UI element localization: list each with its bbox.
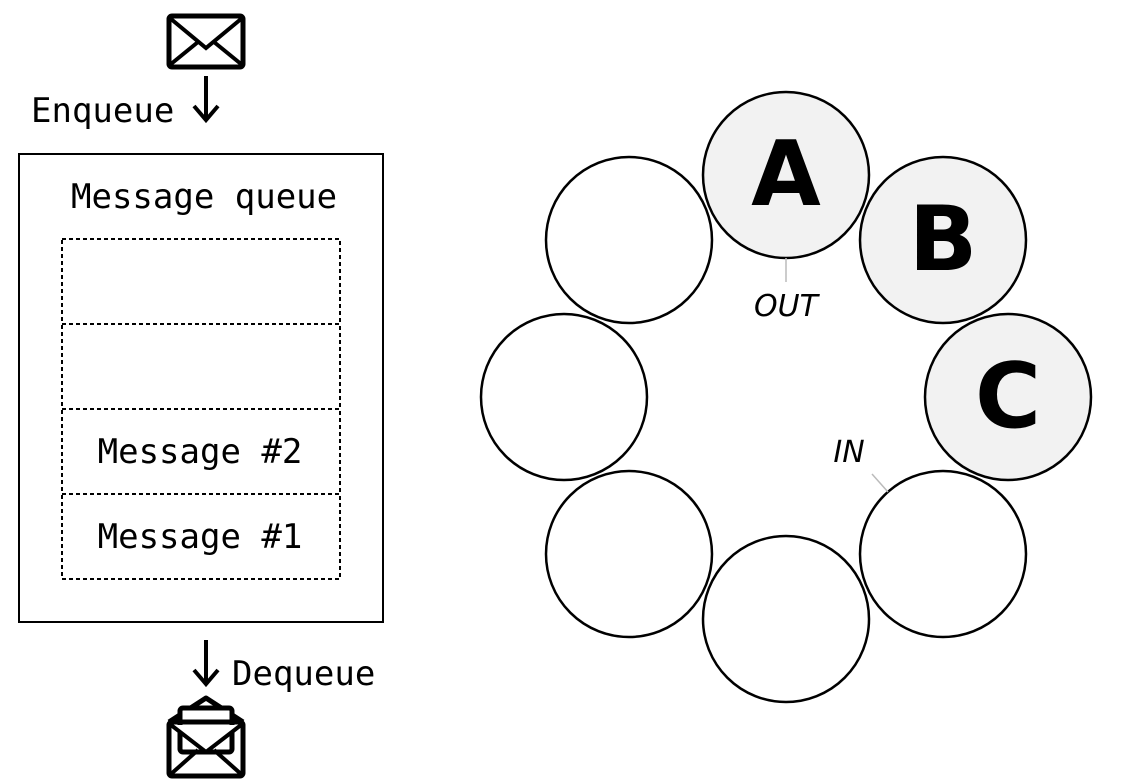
circular-buffer: ABC: [479, 90, 1093, 704]
ring-slot-letter: B: [909, 187, 978, 292]
queue-slot: [61, 408, 341, 495]
dequeue-arrow-icon: [192, 640, 220, 688]
queue-slot-label: Message #1: [98, 517, 303, 557]
ring-slot-letter: A: [751, 122, 821, 227]
ring-slot-letter: C: [975, 344, 1041, 449]
ring-slot: [858, 469, 1028, 639]
message-queue-title: Message queue: [71, 177, 337, 217]
envelope-closed-icon: [166, 13, 246, 70]
out-pointer-label: OUT: [754, 289, 821, 324]
enqueue-arrow-icon: [192, 76, 220, 124]
enqueue-label: Enqueue: [31, 91, 174, 131]
ring-slot: [544, 469, 714, 639]
ring-slot: [923, 312, 1093, 482]
ring-slot: [858, 155, 1028, 325]
in-pointer-line: [871, 473, 889, 493]
envelope-open-icon: [166, 695, 246, 779]
dequeue-label: Dequeue: [232, 654, 375, 694]
ring-slot: [544, 155, 714, 325]
queue-slot-label: Message #2: [98, 432, 303, 472]
queue-slot: [61, 493, 341, 580]
queue-slot: [61, 238, 341, 325]
ring-slot: [479, 312, 649, 482]
in-pointer-label: IN: [833, 435, 864, 470]
queue-slots: Message #2 Message #1: [61, 238, 341, 580]
ring-slot: [701, 534, 871, 704]
queue-slot: [61, 323, 341, 410]
